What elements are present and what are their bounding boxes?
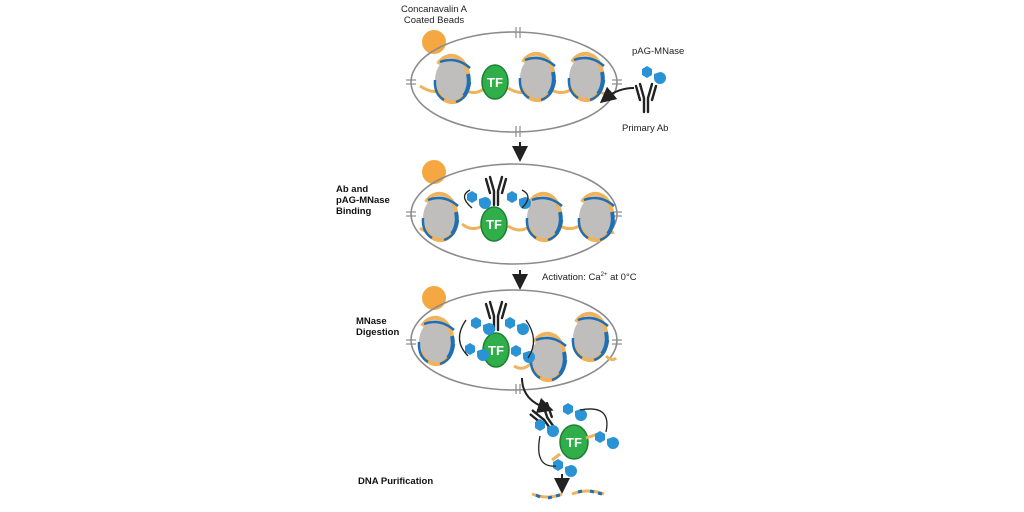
- tf-label: TF: [487, 75, 503, 90]
- activation-suffix: at 0°C: [607, 272, 637, 284]
- step3-label: MNase Digestion: [356, 316, 399, 338]
- tether-line: [521, 189, 529, 209]
- pag-mnase-icon: [471, 317, 495, 335]
- activation-label: Activation: Ca2+ at 0°C: [542, 270, 637, 283]
- concanavalin-bead-3: [422, 286, 446, 310]
- pag-mnase-icon: [505, 317, 529, 335]
- purified-dna-fragments: [531, 489, 605, 500]
- beads-label-line1: Concanavalin A: [400, 4, 468, 15]
- nucleosome: [566, 51, 606, 103]
- step2-label-line2: pAG-MNase: [336, 195, 390, 206]
- nucleosome: [524, 191, 564, 243]
- pag-mnase-label: pAG-MNase: [632, 46, 685, 57]
- beads-label: Concanavalin A Coated Beads: [388, 4, 480, 26]
- concanavalin-bead-2: [422, 160, 446, 184]
- released-complex: TF: [528, 400, 619, 500]
- step4-label: DNA Purification: [358, 476, 434, 487]
- primary-antibody-icon: [634, 82, 658, 114]
- tf-label: TF: [566, 435, 582, 450]
- step2-label: Ab and pAG-MNase Binding: [336, 184, 390, 217]
- activation-superscript: 2+: [600, 272, 608, 278]
- step2-label-line3: Binding: [336, 206, 372, 217]
- tf-label: TF: [486, 217, 502, 232]
- primary-ab-label: Primary Ab: [622, 123, 669, 134]
- pag-mnase-icon: [642, 66, 666, 84]
- tether-line: [538, 435, 557, 467]
- pag-mnase-icon: [553, 459, 577, 477]
- pag-mnase-icon: [535, 419, 559, 437]
- panel-2: TF: [406, 160, 622, 265]
- tether-line: [579, 408, 608, 433]
- activation-prefix: Activation: Ca: [542, 272, 601, 284]
- release-arrow: [521, 377, 554, 414]
- nucleus-outline-1: [410, 31, 618, 133]
- panel-1: TF: [406, 27, 666, 137]
- nucleosome: [576, 191, 616, 243]
- pag-mnase-icon: [595, 431, 619, 449]
- nucleus-ticks-3: [406, 339, 622, 394]
- tether-line: [463, 189, 473, 209]
- tf-protein: [481, 64, 509, 100]
- chromatin-dna-1: [419, 84, 613, 96]
- beads-label-line2: Coated Beads: [403, 15, 465, 26]
- tether-line: [458, 319, 469, 357]
- tf-protein: [559, 424, 589, 460]
- tether-line: [525, 319, 535, 359]
- binding-arrow: [599, 86, 635, 104]
- step3-label-line2: Digestion: [356, 327, 400, 338]
- step3-label-line1: MNase: [356, 316, 387, 327]
- nucleosome: [432, 53, 472, 105]
- nucleus-outline-2: [410, 163, 618, 265]
- pag-mnase-icon: [511, 345, 535, 363]
- step2-label-line1: Ab and: [336, 184, 369, 195]
- nucleosome: [570, 311, 610, 363]
- tf-label: TF: [488, 343, 504, 358]
- nucleosome: [416, 315, 456, 367]
- nucleus-ticks-1: [406, 27, 622, 137]
- pag-mnase-icon: [563, 403, 587, 421]
- nucleosome: [420, 191, 460, 243]
- tf-protein: [480, 206, 508, 242]
- nucleosome: [528, 331, 568, 383]
- nucleosome: [517, 51, 557, 103]
- panel-3: TF: [406, 286, 622, 414]
